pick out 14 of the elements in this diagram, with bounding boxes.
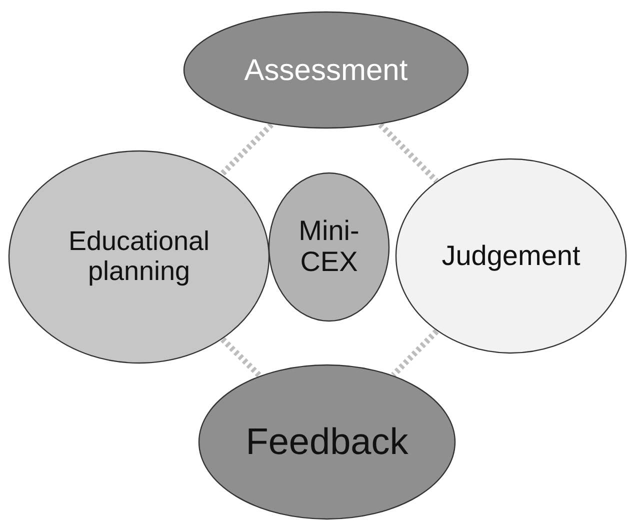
node-label: Assessment [244,54,408,86]
node-label: Mini-CEX [298,216,360,278]
ellipse-node [198,364,456,520]
connector-line [391,329,439,378]
node-label: Judgement [442,240,580,272]
node-label: Educational planning [67,227,211,287]
connector-line [220,122,274,176]
ellipse-node [8,150,270,364]
ellipse-node [183,11,469,129]
connector-line [378,122,438,184]
connector-line [220,337,262,378]
ellipse-node [395,158,627,354]
node-label: Feedback [246,422,408,462]
ellipse-node [268,172,390,322]
